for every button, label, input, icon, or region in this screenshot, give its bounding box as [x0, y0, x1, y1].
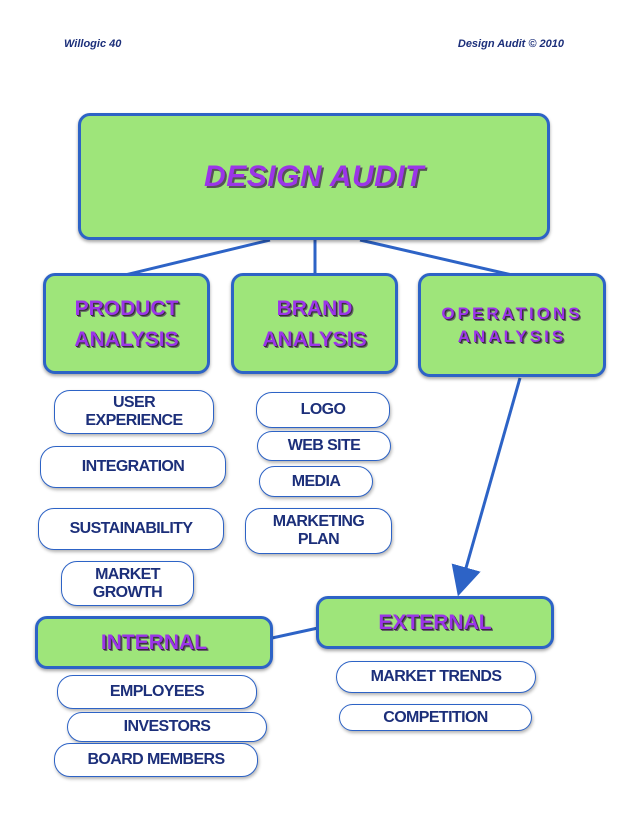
external-item-market-trends: MARKET TRENDS	[336, 661, 536, 693]
external-label: EXTERNAL	[378, 611, 492, 634]
product-item-user-experience: USER EXPERIENCE	[54, 390, 214, 434]
external-node: EXTERNAL	[316, 596, 554, 649]
internal-item-employees: EMPLOYEES	[57, 675, 257, 709]
connector-root-product	[124, 238, 271, 277]
header-right-text: Design Audit © 2010	[457, 38, 564, 50]
header-left-text: Willogic 40	[64, 38, 122, 50]
brand-item-logo: LOGO	[256, 392, 390, 428]
brand-analysis-label: BRAND ANALYSIS	[262, 296, 367, 351]
connector-internal-external	[271, 626, 319, 640]
product-item-sustainability: SUSTAINABILITY	[38, 508, 224, 550]
connector-root-operations	[359, 238, 513, 277]
brand-item-web-site: WEB SITE	[257, 431, 391, 461]
product-analysis-node: PRODUCT ANALYSIS	[43, 273, 210, 374]
internal-label: INTERNAL	[100, 631, 208, 654]
brand-analysis-node: BRAND ANALYSIS	[231, 273, 398, 374]
connector-operations-external	[451, 377, 522, 597]
design-audit-node: DESIGN AUDIT	[78, 113, 550, 240]
product-analysis-label: PRODUCT ANALYSIS	[74, 296, 179, 351]
operations-analysis-label: OPERATIONS ANALYSIS	[441, 304, 583, 346]
internal-item-investors: INVESTORS	[67, 712, 267, 742]
brand-item-media: MEDIA	[259, 466, 373, 497]
brand-item-marketing-plan: MARKETING PLAN	[245, 508, 392, 554]
internal-item-board-members: BOARD MEMBERS	[54, 743, 258, 777]
external-item-competition: COMPETITION	[339, 704, 532, 731]
operations-analysis-node: OPERATIONS ANALYSIS	[418, 273, 606, 377]
product-item-market-growth: MARKET GROWTH	[61, 561, 194, 606]
design-audit-title: DESIGN AUDIT	[204, 159, 424, 193]
product-item-integration: INTEGRATION	[40, 446, 226, 488]
internal-node: INTERNAL	[35, 616, 273, 669]
